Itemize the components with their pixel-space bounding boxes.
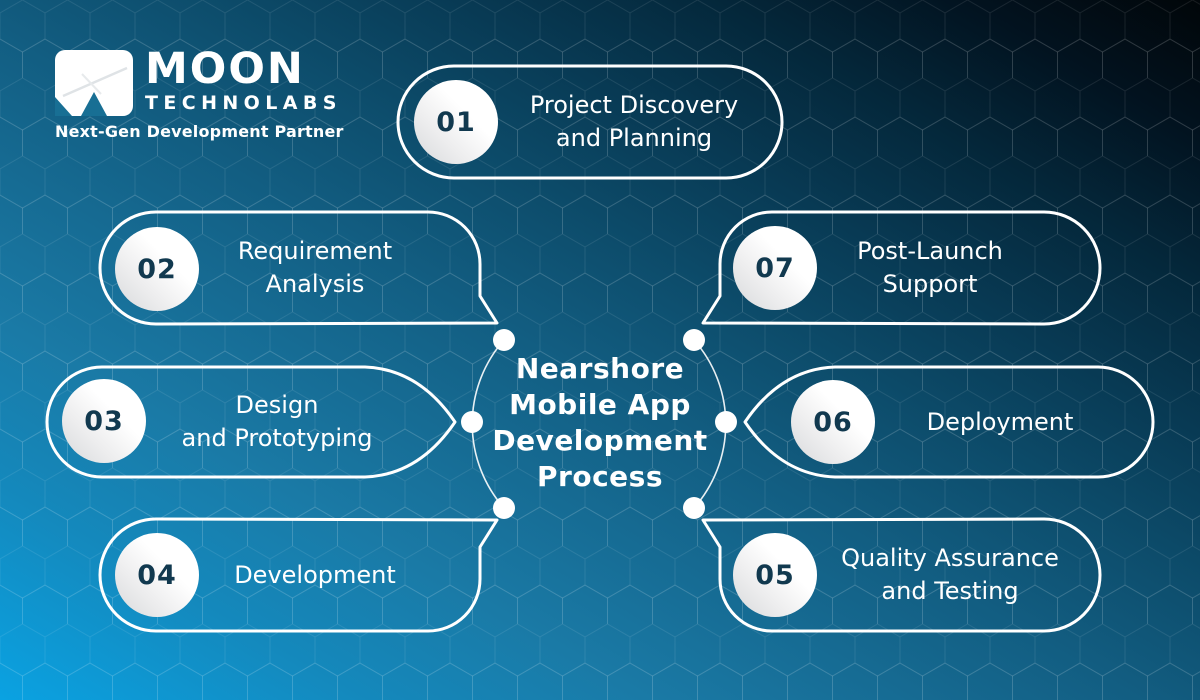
step-label: Design and Prototyping [181,391,373,452]
brand-tagline: Next-Gen Development Partner [55,122,344,141]
pill-outline-shape [98,210,499,326]
step-number-badge: 05 [733,533,817,617]
step-number-badge: 02 [115,227,199,311]
step-pill-06: 06 Deployment [743,365,1155,479]
pill-outline-shape [743,365,1155,479]
step-number-badge: 07 [733,226,817,310]
brand-logo: MOON TECHNOLABS Next-Gen Development Par… [55,46,345,146]
step-label: Project Discovery and Planning [529,91,739,152]
step-pill-01: 01 Project Discovery and Planning [394,64,786,180]
pill-outline-shape [45,365,457,479]
pill-outline-shape [98,517,499,633]
pill-outline-shape [701,210,1102,326]
pill-outline-shape [701,517,1102,633]
step-number-badge: 04 [115,533,199,617]
step-pill-07: 07 Post-Launch Support [700,210,1102,326]
step-number-badge: 03 [62,379,146,463]
step-label: Post-Launch Support [857,237,1003,298]
pill-outline-shape [396,64,784,180]
step-label: Development [234,560,396,589]
step-number-badge: 06 [791,380,875,464]
step-pill-04: 04 Development [98,517,500,633]
step-label: Deployment [926,407,1074,436]
brand-subname: TECHNOLABS [145,92,342,114]
brand-name: MOON [145,44,305,94]
step-pill-02: 02 Requirement Analysis [98,210,500,326]
step-label: Quality Assurance and Testing [841,544,1059,605]
step-number-badge: 01 [414,80,498,164]
step-label: Requirement Analysis [237,237,393,298]
process-title: Nearshore Mobile App Development Process [492,352,708,493]
step-pill-05: 05 Quality Assurance and Testing [700,517,1102,633]
mountain-m-logo-icon [55,50,133,116]
step-pill-03: 03 Design and Prototyping [45,365,457,479]
